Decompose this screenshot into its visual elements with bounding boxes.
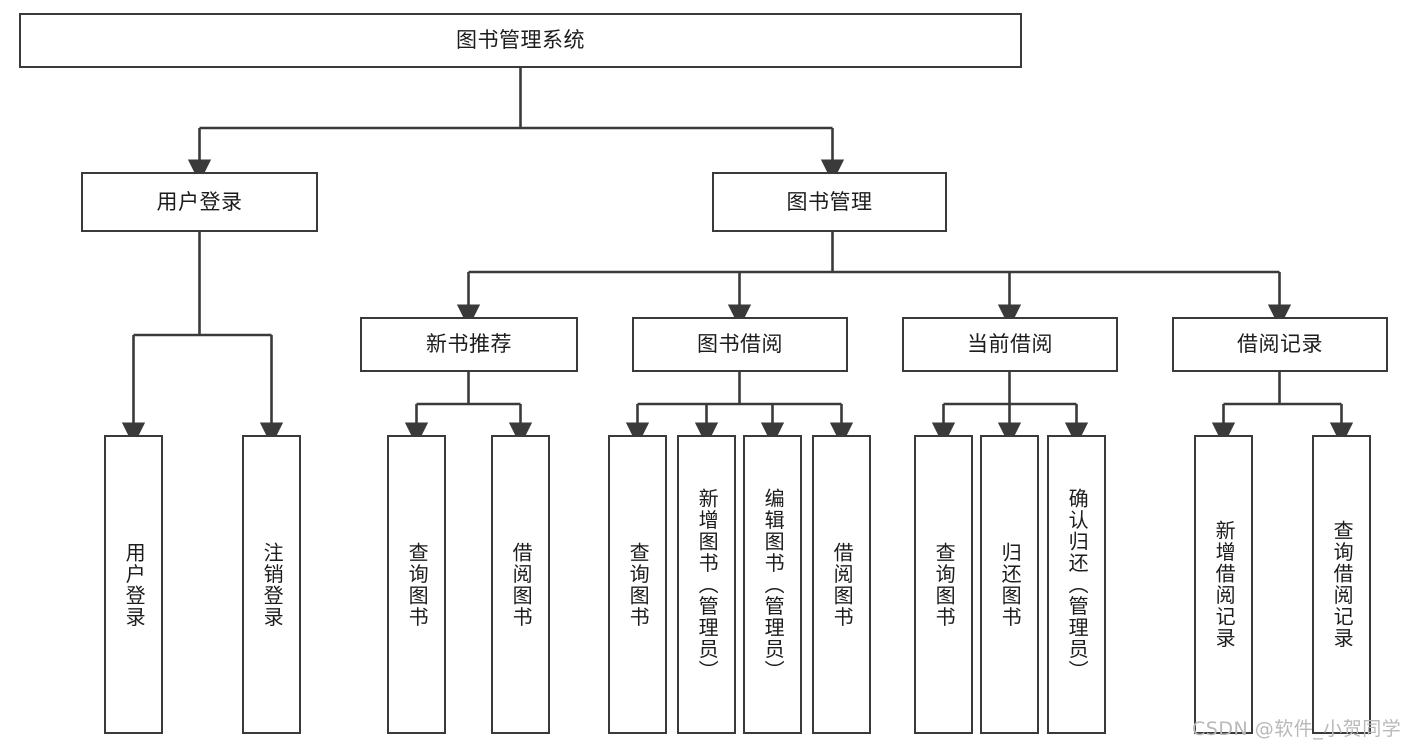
node-label: 图书管理系统: [456, 28, 585, 53]
node-leaf-edit-book[interactable]: 编辑图书（管理员）: [743, 435, 802, 734]
node-new-book-recommend[interactable]: 新书推荐: [360, 317, 578, 372]
node-leaf-query-book-2[interactable]: 查询图书: [608, 435, 667, 734]
node-label: 图书借阅: [697, 332, 783, 357]
node-label: 借阅图书: [830, 541, 855, 628]
node-leaf-borrow-book-2[interactable]: 借阅图书: [812, 435, 871, 734]
node-label: 注销登录: [260, 541, 285, 628]
node-book-management[interactable]: 图书管理: [712, 172, 947, 232]
node-leaf-query-book-1[interactable]: 查询图书: [387, 435, 446, 734]
node-label: 查询图书: [626, 541, 651, 628]
node-label: 图书管理: [786, 189, 873, 214]
node-leaf-confirm-return[interactable]: 确认归还（管理员）: [1047, 435, 1106, 734]
node-leaf-add-borrow-record[interactable]: 新增借阅记录: [1194, 435, 1253, 734]
node-label: 归还图书: [998, 541, 1023, 628]
node-current-borrow[interactable]: 当前借阅: [902, 317, 1118, 372]
node-leaf-return-book[interactable]: 归还图书: [980, 435, 1039, 734]
node-leaf-user-login[interactable]: 用户登录: [104, 435, 163, 734]
node-book-borrow[interactable]: 图书借阅: [632, 317, 848, 372]
node-label: 查询图书: [405, 541, 430, 628]
node-label: 当前借阅: [967, 332, 1053, 357]
node-borrow-record[interactable]: 借阅记录: [1172, 317, 1388, 372]
node-label: 新增借阅记录: [1212, 520, 1237, 649]
node-label: 查询图书: [932, 541, 957, 628]
watermark-text: CSDN @软件_小贺同学: [1192, 718, 1402, 740]
node-leaf-logout-login[interactable]: 注销登录: [242, 435, 301, 734]
node-label: 新书推荐: [426, 332, 512, 357]
node-label: 编辑图书（管理员）: [761, 487, 786, 682]
node-label: 用户登录: [156, 189, 243, 214]
node-leaf-borrow-book-1[interactable]: 借阅图书: [491, 435, 550, 734]
node-leaf-query-borrow-record[interactable]: 查询借阅记录: [1312, 435, 1371, 734]
node-user-login[interactable]: 用户登录: [81, 172, 318, 232]
node-label: 查询借阅记录: [1330, 520, 1355, 649]
node-book-management-system[interactable]: 图书管理系统: [19, 13, 1022, 68]
node-label: 借阅记录: [1237, 332, 1323, 357]
node-leaf-query-book-3[interactable]: 查询图书: [914, 435, 973, 734]
node-label: 用户登录: [122, 541, 147, 628]
node-label: 借阅图书: [509, 541, 534, 628]
node-label: 新增图书（管理员）: [695, 487, 720, 682]
node-leaf-add-book[interactable]: 新增图书（管理员）: [677, 435, 736, 734]
node-label: 确认归还（管理员）: [1065, 487, 1090, 682]
